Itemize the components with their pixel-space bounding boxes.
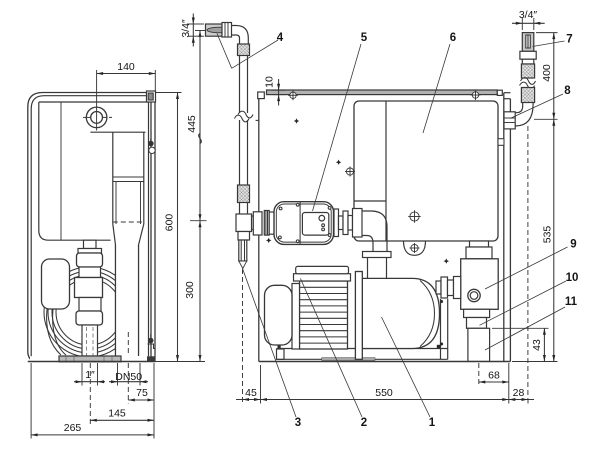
- svg-text:11: 11: [565, 296, 578, 308]
- svg-text:8: 8: [564, 85, 571, 97]
- svg-text:10: 10: [566, 272, 579, 284]
- svg-text:3/4″: 3/4″: [519, 9, 538, 21]
- svg-text:28: 28: [513, 387, 525, 399]
- svg-text:445: 445: [186, 115, 198, 133]
- svg-text:5: 5: [361, 32, 368, 44]
- svg-text:9: 9: [570, 239, 576, 251]
- svg-text:43: 43: [531, 339, 543, 351]
- svg-text:3/4″: 3/4″: [180, 19, 192, 38]
- svg-text:68: 68: [488, 369, 500, 381]
- svg-text:DN50: DN50: [115, 371, 142, 383]
- svg-text:535: 535: [541, 226, 553, 244]
- svg-text:4: 4: [277, 32, 284, 44]
- svg-text:1: 1: [429, 417, 436, 429]
- svg-text:400: 400: [541, 64, 553, 82]
- svg-text:265: 265: [64, 422, 82, 434]
- svg-text:300: 300: [184, 281, 196, 299]
- svg-text:7: 7: [566, 34, 572, 46]
- svg-text:145: 145: [108, 408, 126, 420]
- svg-text:140: 140: [117, 61, 135, 73]
- svg-text:600: 600: [164, 214, 176, 232]
- svg-text:10: 10: [263, 76, 275, 88]
- svg-text:75: 75: [136, 387, 148, 399]
- svg-text:2: 2: [361, 417, 367, 429]
- svg-text:6: 6: [450, 32, 456, 44]
- svg-text:45: 45: [245, 387, 257, 399]
- svg-text:550: 550: [375, 387, 393, 399]
- svg-text:1″: 1″: [85, 369, 95, 381]
- svg-text:3: 3: [295, 417, 301, 429]
